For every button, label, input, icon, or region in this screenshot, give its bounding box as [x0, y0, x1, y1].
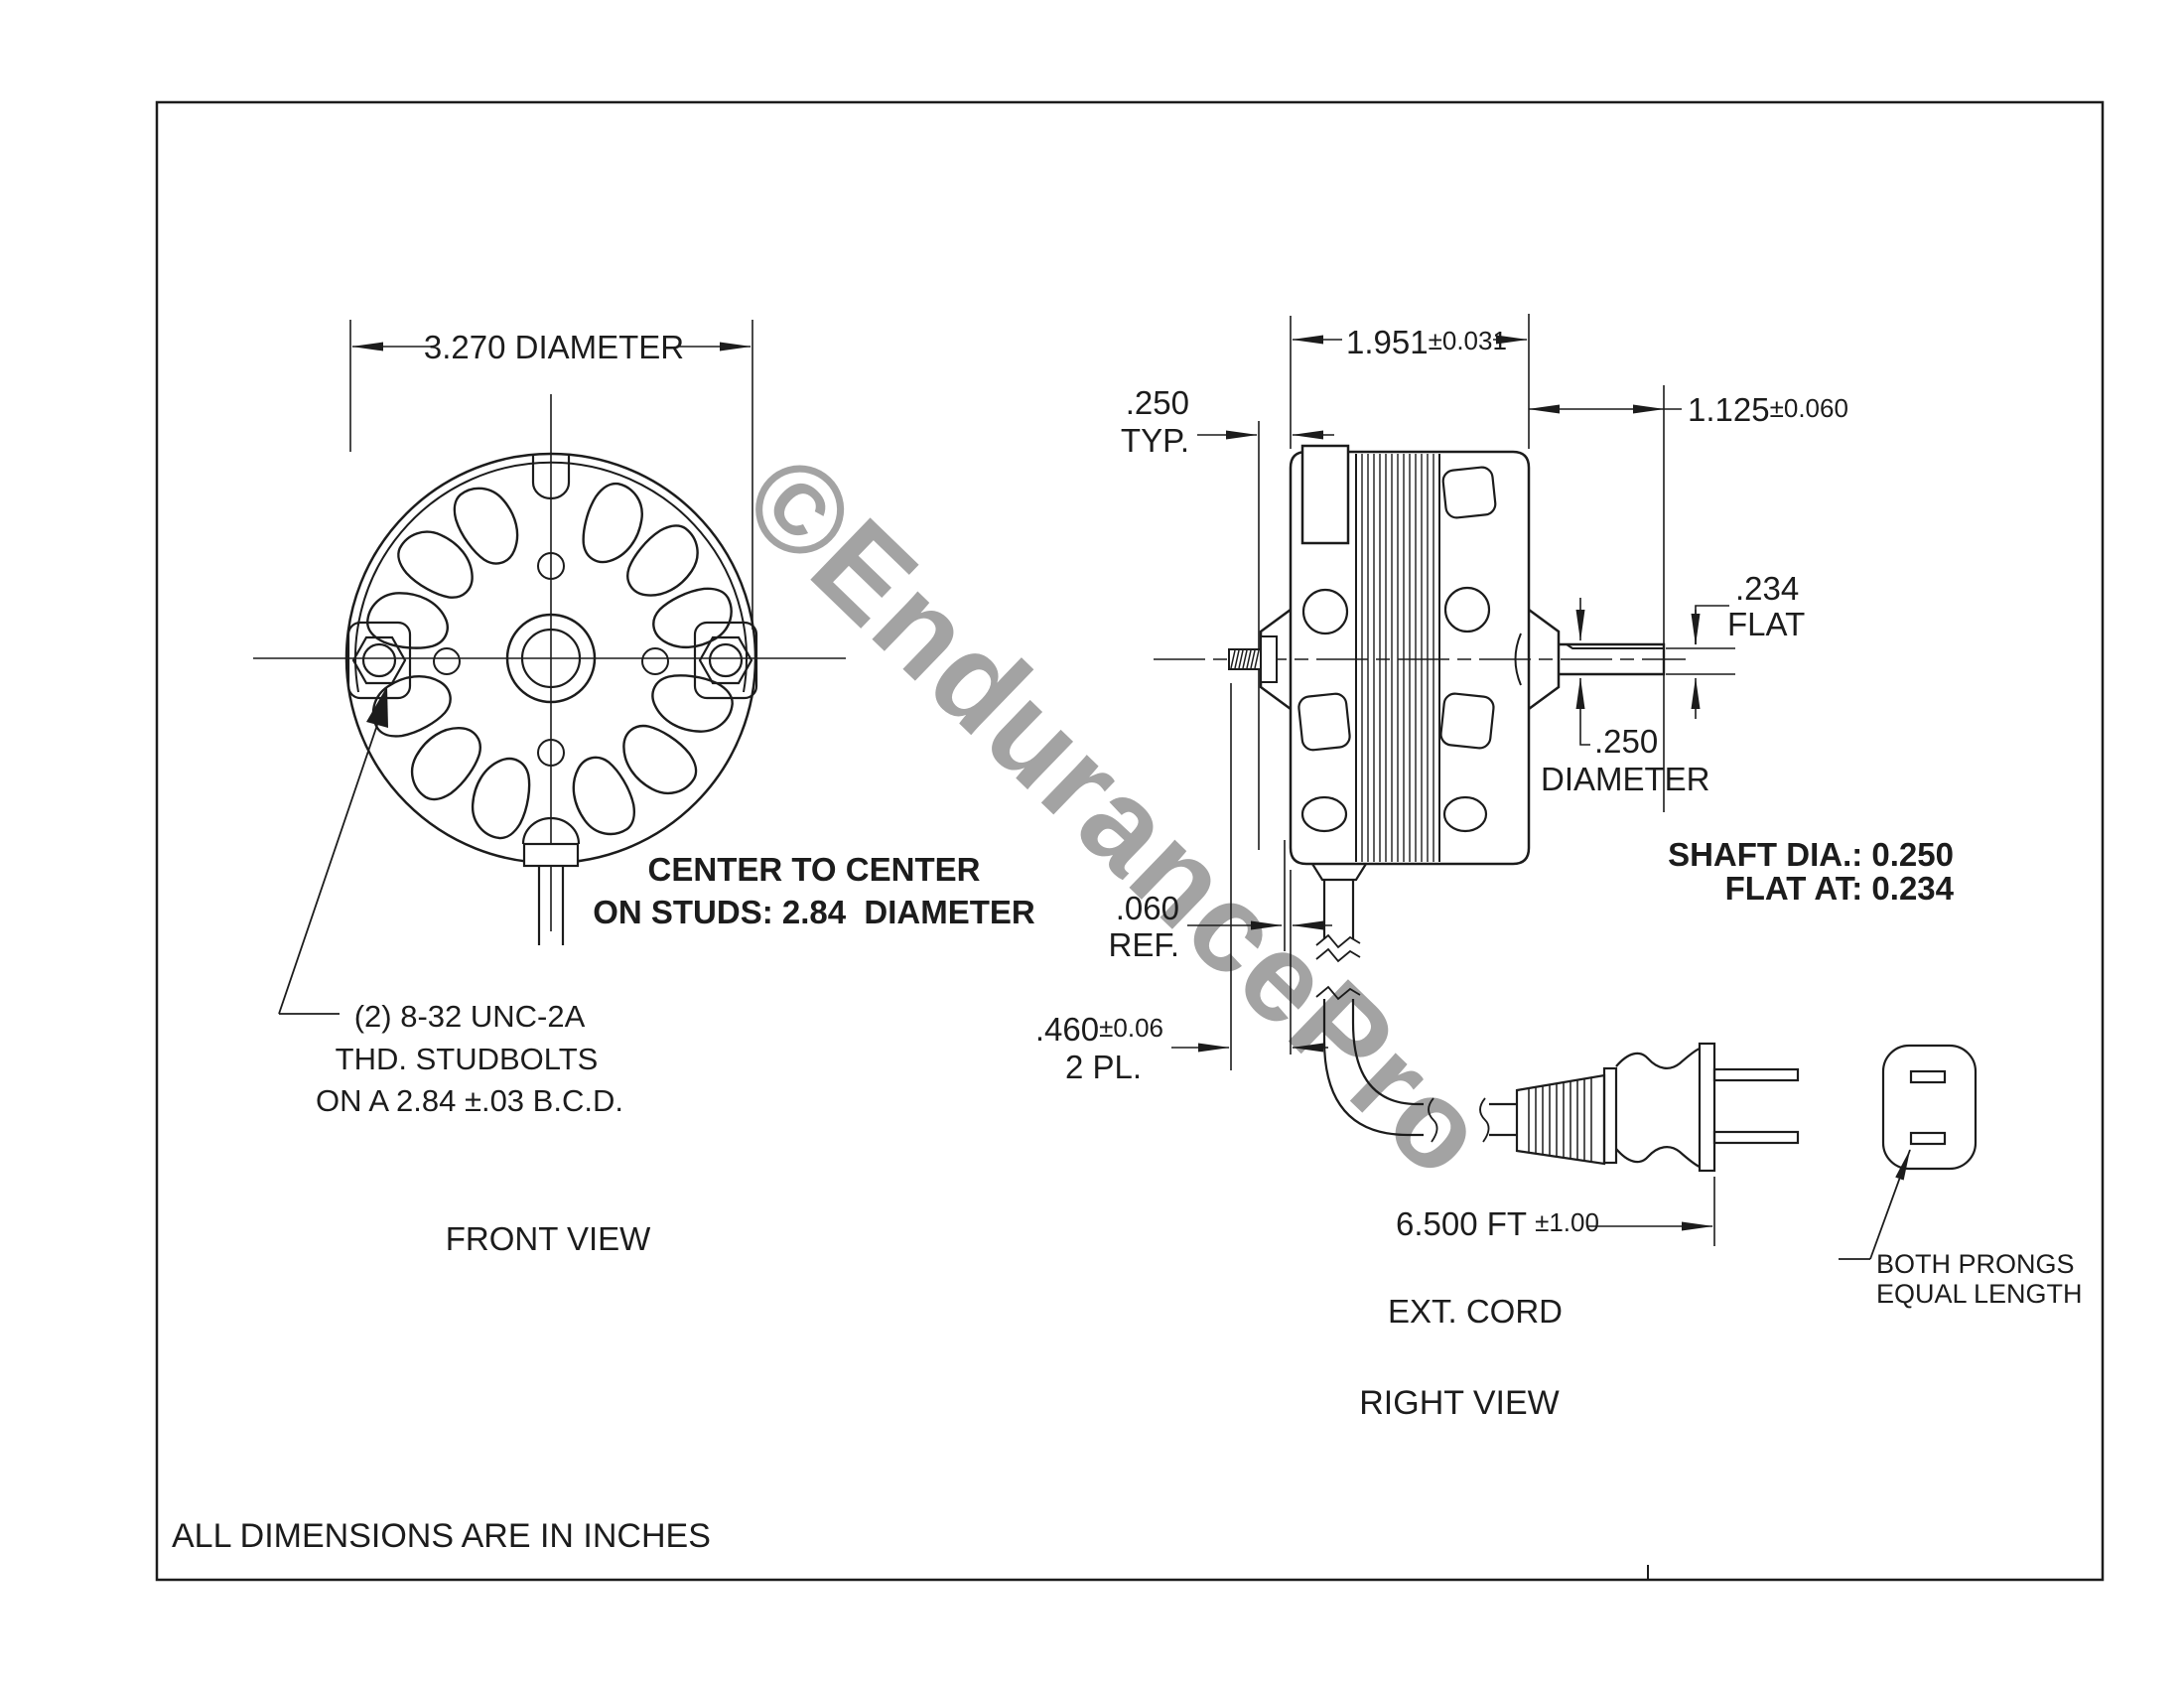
- terminal-box: [1300, 444, 1350, 545]
- stud-boss-right: [693, 621, 758, 700]
- mount-hole-top: [537, 552, 565, 580]
- center-note-line2: ON STUDS: 2.84 DIAMETER: [593, 894, 1035, 930]
- side-vent-lower-right: [1439, 692, 1495, 750]
- mount-hole-bottom: [537, 739, 565, 767]
- stud-nut: [1260, 635, 1278, 683]
- cord-offset-text: .460: [1035, 1011, 1099, 1048]
- side-vent-circle-left: [1301, 588, 1349, 635]
- stud-note-line3: ON A 2.84 ±.03 B.C.D.: [316, 1083, 623, 1118]
- prong-slot-top: [1909, 1069, 1947, 1084]
- outer-diameter-text: 3.270 DIAMETER: [424, 329, 684, 365]
- svg-text:.460±0.06: .460±0.06: [1035, 1011, 1163, 1048]
- drawing-frame: [155, 100, 2105, 1582]
- cord-offset-tol: ±0.06: [1099, 1013, 1163, 1043]
- svg-text:1.125±0.060: 1.125±0.060: [1688, 391, 1848, 428]
- shaft-dia-text: .250: [1594, 723, 1658, 760]
- bearing-arc: [1514, 633, 1522, 686]
- cord-length-text: 6.500 FT: [1396, 1205, 1527, 1242]
- body-width-text: 1.951: [1346, 324, 1429, 360]
- footer-note: ALL DIMENSIONS ARE IN INCHES: [172, 1517, 711, 1555]
- side-vent-lower-left: [1297, 692, 1351, 752]
- shaft: [1559, 642, 1735, 676]
- mount-hole-right: [641, 647, 669, 675]
- shaft-note-line2: FLAT AT: 0.234: [1725, 870, 1955, 907]
- plug-body-top: [1615, 1047, 1701, 1069]
- boss-dimension: .250 TYP.: [1121, 384, 1334, 459]
- stud-note: (2) 8-32 UNC-2A THD. STUDBOLTS ON A 2.84…: [278, 686, 623, 1118]
- mount-hole-left: [433, 647, 461, 675]
- shaft-length-tol: ±0.060: [1770, 393, 1848, 423]
- cord-offset-places: 2 PL.: [1065, 1049, 1142, 1085]
- extension-lines: [1230, 314, 1715, 1246]
- plug-face-view: [1839, 1044, 1978, 1260]
- stud-note-line1: (2) 8-32 UNC-2A: [354, 999, 586, 1034]
- side-vent-oval-right: [1442, 795, 1488, 833]
- shaft-hub-bore: [520, 628, 582, 689]
- prong-slot-bottom: [1909, 1131, 1947, 1146]
- cord-length-tol: ±1.00: [1535, 1207, 1599, 1237]
- stud-boss-left: [346, 621, 412, 700]
- svg-text:6.500 FT±1.00: 6.500 FT ±1.00: [1396, 1205, 1599, 1242]
- shaft-note-line1: SHAFT DIA.: 0.250: [1668, 836, 1954, 873]
- boss-dim-text: .250: [1126, 384, 1189, 421]
- shaft-flat-line: [1566, 643, 1664, 649]
- flat-label-text: FLAT: [1727, 606, 1805, 642]
- shaft-dia-label: DIAMETER: [1541, 761, 1710, 797]
- top-slot: [531, 456, 571, 500]
- body-width-tol: ±0.031: [1429, 326, 1507, 355]
- right-view: 1.951±0.031 .250 TYP. 1.125±0.060 .234 F…: [1035, 314, 2083, 1422]
- motor-body-side: [1259, 444, 1561, 866]
- plug-body-bottom: [1615, 1146, 1701, 1169]
- flat-dim-text: .234: [1735, 570, 1799, 607]
- end-ref-text: .060: [1116, 890, 1179, 926]
- watermark-text: ©EndurancePro: [718, 427, 1515, 1203]
- front-view: 3.270 DIAMETER (2) 8-32 UNC-2A THD. STUD…: [253, 320, 1035, 1257]
- ext-cord-label: EXT. CORD: [1388, 1293, 1563, 1330]
- stud-note-line2: THD. STUDBOLTS: [336, 1042, 599, 1076]
- vent-petals: [359, 474, 745, 848]
- svg-text:1.951±0.031: 1.951±0.031: [1346, 324, 1507, 360]
- outer-diameter-dimension: 3.270 DIAMETER: [349, 320, 753, 630]
- plug: [1515, 1042, 1800, 1173]
- boss-dim-qualifier: TYP.: [1121, 422, 1189, 459]
- power-cord: [1311, 863, 1517, 1143]
- center-note-line1: CENTER TO CENTER: [648, 851, 981, 888]
- front-view-label: FRONT VIEW: [446, 1220, 651, 1257]
- side-vent-top-right: [1441, 466, 1497, 519]
- prong-note-line1: BOTH PRONGS: [1876, 1249, 2075, 1279]
- plug-collar: [1602, 1066, 1618, 1165]
- cord-length-dimension: 6.500 FT ±1.00: [1396, 1205, 1713, 1242]
- plug-prong-bottom: [1712, 1130, 1800, 1145]
- mounting-stud-side: [1228, 635, 1278, 683]
- shaft-length-dimension: 1.125±0.060: [1528, 391, 1848, 428]
- shaft-diameter-callout: .250 DIAMETER: [1541, 598, 1710, 797]
- shaft-length-text: 1.125: [1688, 391, 1770, 428]
- side-vent-oval-left: [1300, 795, 1348, 833]
- side-vent-circle-right: [1443, 586, 1491, 633]
- bearing-hub-right: [1528, 608, 1561, 711]
- plug-face: [1698, 1042, 1716, 1173]
- right-view-label: RIGHT VIEW: [1359, 1384, 1560, 1422]
- plug-prong-top: [1712, 1067, 1800, 1082]
- cord-offset-dimension: .460±0.06 2 PL.: [1035, 1011, 1328, 1085]
- strain-relief-ribs: [1528, 1077, 1592, 1162]
- prong-note-line2: EQUAL LENGTH: [1876, 1279, 2083, 1309]
- flat-callout: .234 FLAT: [1691, 570, 1805, 719]
- end-ref-dimension: .060 REF.: [1108, 890, 1332, 963]
- body-width-dimension: 1.951±0.031: [1292, 324, 1528, 360]
- laminations: [1361, 454, 1434, 862]
- shaft-hub-outer: [505, 613, 597, 704]
- motor-inner-rim: [354, 461, 748, 693]
- front-cord-exit: [521, 816, 581, 945]
- end-ref-label: REF.: [1108, 926, 1179, 963]
